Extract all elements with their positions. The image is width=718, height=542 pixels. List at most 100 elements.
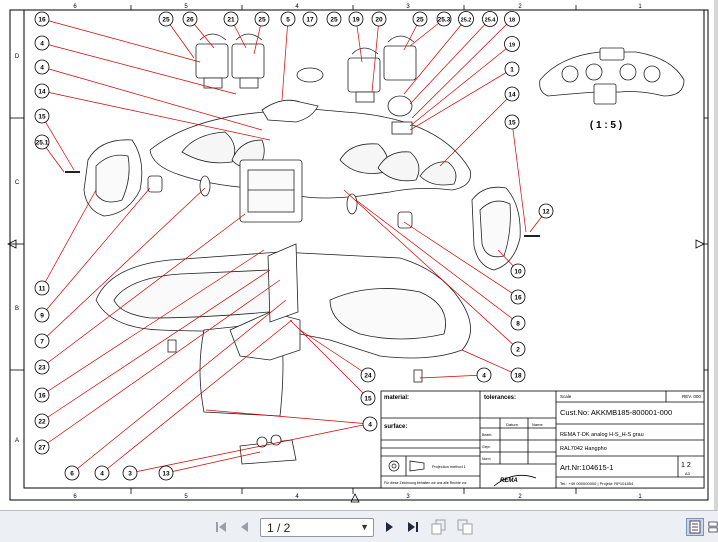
callout-bubble: 15: [504, 114, 520, 130]
first-page-icon: [216, 522, 226, 532]
zone-col-bottom: 1: [638, 494, 642, 500]
previous-page-button[interactable]: [236, 518, 254, 536]
scale-label: ( 1 : 5 ): [590, 120, 622, 131]
callout-bubble: 12: [538, 203, 554, 219]
company-logo-text: REMA: [500, 478, 518, 484]
svg-text:24: 24: [364, 373, 372, 380]
callout-bubble: 15: [360, 390, 376, 406]
go-back-icon: [431, 519, 446, 535]
svg-text:18: 18: [509, 18, 515, 24]
go-forward-button[interactable]: [456, 518, 474, 536]
title-row-label: Norm: [482, 457, 491, 461]
svg-text:4: 4: [482, 373, 486, 380]
callout-bubble: 15: [34, 108, 50, 124]
svg-text:1: 1: [510, 67, 514, 74]
company-logo-icon: [493, 474, 537, 487]
go-forward-icon: [457, 519, 473, 535]
callout-bubble: 10: [510, 263, 526, 279]
continuous-view-button[interactable]: [708, 518, 718, 536]
callout-bubble: 21: [223, 11, 239, 27]
footer-right: Tel.: +49 000000000 | Projekt: RP101854: [560, 481, 634, 486]
callout-bubble: 8: [510, 315, 526, 331]
cust-no: Cust.No: AKKMB185-800001-000: [560, 408, 672, 417]
zone-col-bottom: 3: [406, 494, 410, 500]
callout-bubble: 18: [504, 11, 520, 27]
title-row-label: Datum: [506, 422, 518, 427]
svg-text:25.1: 25.1: [36, 140, 49, 147]
callout-bubble: 14: [504, 86, 520, 102]
go-back-button[interactable]: [430, 518, 448, 536]
svg-text:16: 16: [38, 393, 46, 400]
callout-bubble: 24: [360, 367, 376, 383]
callout-bubble: 14: [34, 83, 50, 99]
zone-row-left: C: [15, 180, 20, 186]
material-label: material:: [384, 395, 409, 401]
chevron-down-icon: ▼: [360, 522, 369, 532]
page-selector[interactable]: 1 / 2 ▼: [260, 518, 374, 537]
svg-text:16: 16: [38, 17, 46, 24]
svg-text:21: 21: [227, 17, 235, 24]
callout-bubble: 1: [504, 61, 520, 77]
callout-bubble: 25: [254, 11, 270, 27]
callout-bubble: 25: [412, 11, 428, 27]
svg-text:15: 15: [508, 120, 516, 127]
svg-text:14: 14: [38, 89, 46, 96]
svg-text:27: 27: [38, 445, 46, 452]
projection-symbol-icon: [388, 460, 425, 472]
last-page-button[interactable]: [404, 518, 422, 536]
svg-text:25: 25: [330, 17, 338, 24]
zone-col-top: 3: [406, 4, 410, 10]
zone-row-left: B: [15, 306, 19, 312]
vertical-scrollbar[interactable]: [714, 0, 718, 510]
callout-bubble: 4: [94, 465, 110, 481]
callout-bubble: 26: [182, 11, 198, 27]
zone-col-top: 6: [73, 4, 77, 10]
zone-col-top: 1: [638, 4, 642, 10]
callout-bubble: 25.2: [458, 11, 474, 27]
title-row-label: Bearb.: [482, 433, 492, 437]
callout-bubble: 25: [158, 11, 174, 27]
callout-bubble: 25.3: [436, 11, 452, 27]
zone-col-top: 2: [518, 4, 522, 10]
article-number: Art.Nr:104615-1: [560, 463, 613, 472]
svg-text:20: 20: [375, 17, 383, 24]
callout-bubble: 11: [34, 280, 50, 296]
last-page-icon: [408, 522, 418, 532]
svg-text:22: 22: [38, 419, 46, 426]
svg-text:25.2: 25.2: [461, 18, 472, 24]
description-line-2: RAL7042 Hangpho: [560, 446, 607, 452]
zone-row-left: A: [15, 438, 19, 444]
sheet-format: A3: [685, 471, 691, 476]
first-page-button[interactable]: [212, 518, 230, 536]
svg-text:19: 19: [509, 43, 515, 49]
svg-text:16: 16: [514, 295, 522, 302]
callout-bubble: 16: [34, 11, 50, 27]
svg-text:6: 6: [70, 471, 74, 478]
svg-text:13: 13: [162, 471, 170, 478]
svg-text:25.3: 25.3: [438, 17, 451, 24]
svg-text:4: 4: [40, 41, 44, 48]
next-page-icon: [386, 522, 393, 532]
zone-col-bottom: 2: [518, 494, 522, 500]
svg-text:14: 14: [508, 92, 516, 99]
svg-text:25: 25: [416, 17, 424, 24]
title-block: [380, 390, 705, 489]
single-page-view-button[interactable]: [686, 518, 704, 536]
svg-text:9: 9: [40, 313, 44, 320]
sheet-number: 1 2: [681, 462, 691, 469]
zone-col-bottom: 4: [295, 494, 299, 500]
svg-text:4: 4: [40, 65, 44, 72]
next-page-button[interactable]: [380, 518, 398, 536]
title-row-label: Gepr.: [482, 445, 491, 449]
zone-col-top: 5: [184, 4, 188, 10]
callout-bubble: 25: [326, 11, 342, 27]
callout-bubble: 4: [476, 367, 492, 383]
svg-text:3: 3: [128, 471, 132, 478]
callout-bubble: 25.1: [34, 134, 50, 150]
svg-text:10: 10: [514, 269, 522, 276]
bottom-bracket: [239, 439, 297, 465]
zone-col-bottom: 6: [73, 494, 77, 500]
viewer-toolbar: 1 / 2 ▼: [0, 510, 718, 542]
technical-drawing: 6 5 4 3 2 1 6 5 4 3 2 1 D C B A: [7, 4, 709, 503]
previous-page-icon: [241, 522, 248, 532]
